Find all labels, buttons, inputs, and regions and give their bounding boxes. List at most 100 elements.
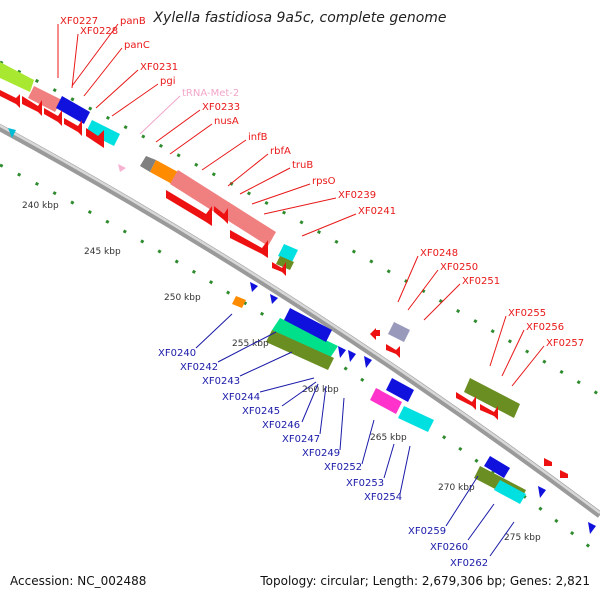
leader-line [489,315,507,367]
trna-feature[interactable] [118,164,126,172]
gene-block[interactable] [272,318,338,358]
cds-arrow[interactable] [560,470,568,478]
gene-block[interactable] [494,480,526,504]
cds-arrow[interactable] [544,458,552,466]
leader-line [263,197,337,215]
gene-label[interactable]: pgi [160,76,175,87]
tick-label: 240 kbp [22,201,59,211]
cds-arrow[interactable] [64,118,82,136]
cds-arrow[interactable] [370,328,380,340]
cds-arrow-reverse[interactable] [588,522,596,534]
gene-label[interactable]: XF0243 [202,376,240,387]
gene-label[interactable]: XF0249 [302,448,340,459]
cds-arrow[interactable] [230,230,268,258]
cds-arrow[interactable] [456,392,476,410]
gene-label[interactable]: XF0251 [462,276,500,287]
gene-label[interactable]: panC [124,40,150,51]
leader-line [339,397,345,451]
gene-block[interactable] [398,406,434,432]
gene-label[interactable]: XF0231 [140,62,178,73]
cds-arrow-reverse[interactable] [348,350,356,362]
gene-block[interactable] [266,330,334,370]
gene-label[interactable]: XF0250 [440,262,478,273]
gene-label[interactable]: XF0233 [202,102,240,113]
gene-label[interactable]: XF0260 [430,542,468,553]
leader-line [71,33,79,89]
gene-block[interactable] [170,170,276,246]
gene-block[interactable] [150,160,178,184]
cds-arrow[interactable] [86,128,104,148]
gene-label[interactable]: XF0254 [364,492,402,503]
cds-arrow[interactable] [44,108,62,126]
cds-arrow-reverse[interactable] [338,346,346,358]
gene-label[interactable]: XF0248 [420,248,458,259]
cds-arrow-reverse[interactable] [250,282,258,292]
gene-label[interactable]: rpsO [312,176,336,187]
tick-label: 245 kbp [84,247,121,257]
cds-arrow[interactable] [22,96,42,116]
leader-line [511,345,545,387]
gene-block[interactable] [464,378,520,418]
gene-block[interactable] [28,86,62,112]
gene-block[interactable] [484,456,510,478]
gene-label[interactable]: XF0247 [282,434,320,445]
tick-label: 270 kbp [438,483,475,493]
cds-arrow[interactable] [386,344,400,358]
leader-line [195,313,233,349]
gene-label[interactable]: XF0228 [80,26,118,37]
cds-arrow-reverse[interactable] [8,128,16,138]
gene-label[interactable]: XF0255 [508,308,546,319]
gene-label[interactable]: XF0252 [324,462,362,473]
leader-line [423,283,461,321]
gene-label[interactable]: XF0241 [358,206,396,217]
bottom-labels: XF0240 XF0242 XF0243 XF0244 XF0245 XF024… [158,313,515,569]
gene-block[interactable] [56,96,90,124]
leader-line [361,419,375,465]
gene-label[interactable]: XF0244 [222,392,260,403]
gene-label[interactable]: rbfA [270,146,291,157]
gene-label[interactable]: truB [292,160,313,171]
gene-label[interactable]: XF0257 [546,338,584,349]
gene-block[interactable] [232,296,246,308]
backbone-shadow [0,123,600,518]
cds-arrow[interactable] [480,404,498,420]
gene-block[interactable] [388,322,410,342]
gene-block[interactable] [370,388,402,414]
position-ticks: 240 kbp 245 kbp 250 kbp 255 kbp 260 kbp … [22,201,541,543]
cds-arrow[interactable] [0,90,20,108]
gene-label[interactable]: nusA [214,116,239,127]
gene-label[interactable]: XF0240 [158,348,196,359]
leader-line [397,255,419,303]
cds-arrow-reverse[interactable] [364,356,372,368]
gene-label[interactable]: tRNA-Met-2 [182,88,239,99]
cds-arrow[interactable] [272,262,286,276]
gene-label[interactable]: panB [120,16,146,27]
leader-line [83,47,123,97]
gene-block[interactable] [386,378,414,402]
cds-arrow-reverse[interactable] [538,486,546,498]
tick-label: 250 kbp [164,293,201,303]
gene-block[interactable] [276,256,294,270]
gene-label[interactable]: XF0262 [450,558,488,569]
gene-block[interactable] [0,62,34,92]
tick-label: 265 kbp [370,433,407,443]
leader-line [445,475,479,527]
cds-arrow[interactable] [214,206,228,224]
map-title: Xylella fastidiosa 9a5c, complete genome [153,10,447,26]
gene-label[interactable]: infB [248,132,268,143]
cds-arrow[interactable] [166,190,212,226]
cds-arrow-reverse[interactable] [270,294,278,304]
gene-label[interactable]: XF0227 [60,16,98,27]
gene-block[interactable] [284,308,332,342]
gene-label[interactable]: XF0245 [242,406,280,417]
gene-label[interactable]: XF0259 [408,526,446,537]
leader-line [399,445,411,495]
gene-label[interactable]: XF0253 [346,478,384,489]
gene-label[interactable]: XF0239 [338,190,376,201]
gene-label[interactable]: XF0242 [180,362,218,373]
leader-line [201,139,247,171]
gene-label[interactable]: XF0246 [262,420,300,431]
leader-line [139,95,181,135]
gene-label[interactable]: XF0256 [526,322,564,333]
